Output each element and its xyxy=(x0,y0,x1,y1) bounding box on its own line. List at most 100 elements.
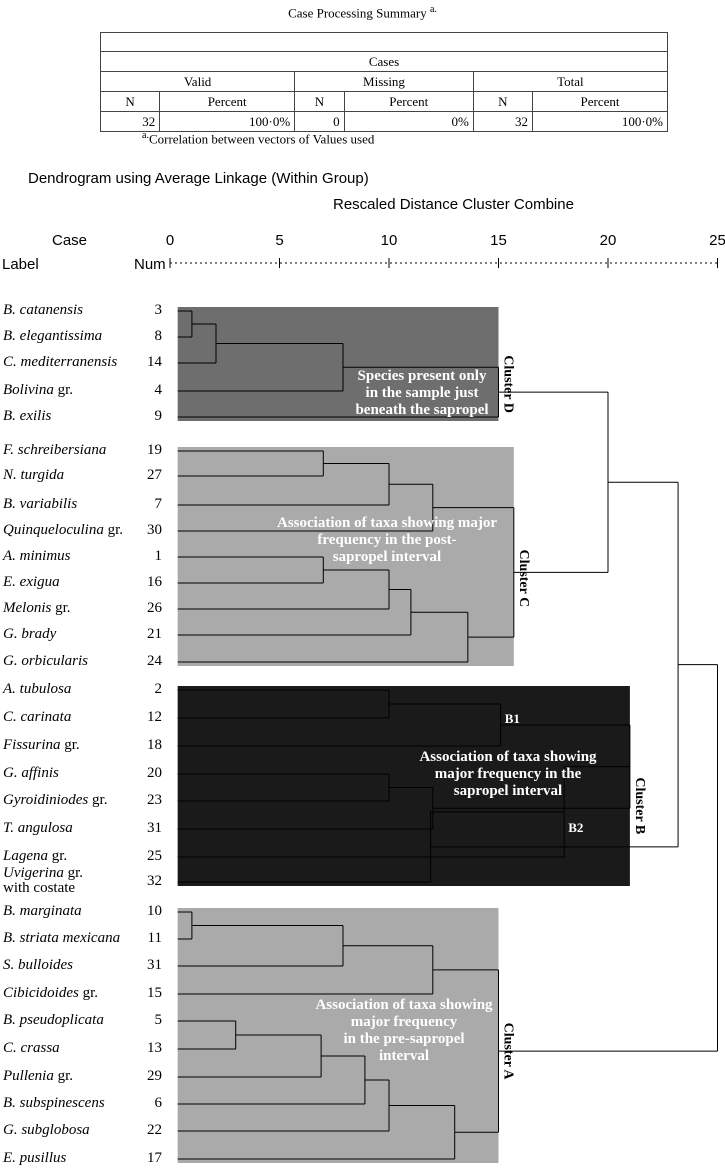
case-label: Pullenia gr. xyxy=(3,1068,73,1084)
cluster-d-label: Cluster D xyxy=(501,355,516,413)
cluster-a-label: Cluster A xyxy=(501,1023,516,1081)
cluster-b-block xyxy=(177,686,630,886)
case-label: Gyroidiniodes gr. xyxy=(3,792,108,808)
case-number: 10 xyxy=(147,903,162,919)
col-percent: Percent xyxy=(159,91,296,112)
summary-footnote: a.Correlation between vectors of Values … xyxy=(142,130,375,147)
case-label: G. orbicularis xyxy=(3,653,89,669)
col-percent: Percent xyxy=(343,91,474,112)
cluster-d-block xyxy=(177,307,499,421)
cluster-b-description: major frequency in the xyxy=(435,766,582,782)
col-n: N xyxy=(472,91,533,112)
dendrogram-title: Dendrogram using Average Linkage (Within… xyxy=(28,170,369,187)
label-header: Label xyxy=(2,256,39,273)
case-header: Case xyxy=(52,232,88,249)
case-label: Cibicidoides gr. xyxy=(3,985,98,1001)
subcluster-b1-label: B1 xyxy=(505,711,520,726)
case-number: 14 xyxy=(147,354,162,370)
cluster-a-block xyxy=(177,908,499,1163)
valid-percent: 100·0% xyxy=(159,111,296,132)
case-number: 16 xyxy=(147,574,162,590)
case-label: Quinqueloculina gr. xyxy=(3,522,123,538)
case-label: F. schreibersiana xyxy=(3,442,107,458)
case-label: B. subspinescens xyxy=(3,1095,105,1111)
case-number: 2 xyxy=(154,681,163,697)
cluster-a-description: in the pre-sapropel xyxy=(343,1031,464,1047)
subcluster-b2-label: B2 xyxy=(568,820,583,835)
case-label: G. subglobosa xyxy=(3,1122,90,1138)
case-number: 8 xyxy=(154,328,163,344)
missing-header: Missing xyxy=(294,71,474,92)
case-label: B. striata mexicana xyxy=(3,930,121,946)
case-label: B. catanensis xyxy=(3,302,83,318)
case-number: 7 xyxy=(154,496,163,512)
cluster-a-description: Association of taxa showing xyxy=(315,997,493,1013)
case-number: 15 xyxy=(147,985,162,1001)
cluster-d-description: in the sample just xyxy=(366,385,479,401)
case-label: B. marginata xyxy=(3,903,82,919)
case-number: 31 xyxy=(147,957,162,973)
case-number: 24 xyxy=(147,653,162,669)
case-number: 3 xyxy=(154,302,163,318)
case-label: B. elegantissima xyxy=(3,328,103,344)
case-label: S. bulloides xyxy=(3,957,73,973)
case-number: 26 xyxy=(147,600,162,616)
case-label: B. pseudoplicata xyxy=(3,1012,104,1028)
col-percent: Percent xyxy=(531,91,669,112)
case-processing-summary-table: Cases Valid Missing Total N Percent N Pe… xyxy=(99,32,669,132)
cluster-c-label: Cluster C xyxy=(516,550,531,608)
tick-label: 5 xyxy=(275,232,284,249)
case-number: 25 xyxy=(147,848,162,864)
case-number: 6 xyxy=(154,1095,163,1111)
cluster-c-description: Association of taxa showing major xyxy=(277,515,497,531)
case-number: 29 xyxy=(147,1068,162,1084)
valid-header: Valid xyxy=(99,71,296,92)
case-number: 27 xyxy=(147,467,162,483)
case-label: B. exilis xyxy=(3,408,52,424)
case-number: 22 xyxy=(147,1122,162,1138)
case-number: 17 xyxy=(147,1150,162,1166)
cluster-c-description: frequency in the post- xyxy=(317,532,456,548)
case-number: 9 xyxy=(154,408,163,424)
case-number: 13 xyxy=(147,1040,162,1056)
tick-label: 15 xyxy=(490,232,507,249)
case-label: G. affinis xyxy=(3,765,59,781)
case-number: 11 xyxy=(147,930,162,946)
case-number: 5 xyxy=(154,1012,163,1028)
cluster-b-description: Association of taxa showing xyxy=(419,749,597,765)
case-label: N. turgida xyxy=(3,467,65,483)
case-label: Fissurina gr. xyxy=(3,737,80,753)
cluster-d-description: Species present only xyxy=(358,368,487,384)
valid-n: 32 xyxy=(99,111,161,132)
case-label: C. mediterranensis xyxy=(3,354,118,370)
case-number: 31 xyxy=(147,820,162,836)
total-n: 32 xyxy=(472,111,533,132)
case-label: Lagena gr. xyxy=(3,848,68,864)
num-header: Num xyxy=(134,256,166,273)
case-label: E. pusillus xyxy=(3,1150,67,1166)
cluster-a-description: interval xyxy=(379,1048,429,1064)
case-label: Bolivina gr. xyxy=(3,382,73,398)
case-label: C. crassa xyxy=(3,1040,60,1056)
axis-title: Rescaled Distance Cluster Combine xyxy=(333,196,574,213)
case-number: 1 xyxy=(154,548,163,564)
case-label: T. angulosa xyxy=(3,820,73,836)
missing-n: 0 xyxy=(294,111,345,132)
case-number: 19 xyxy=(147,442,162,458)
case-label: G. brady xyxy=(3,626,57,642)
tick-label: 0 xyxy=(165,232,175,249)
total-percent: 100·0% xyxy=(531,111,669,132)
case-number: 32 xyxy=(147,873,162,889)
case-number: 12 xyxy=(147,709,162,725)
cluster-b-description: sapropel interval xyxy=(454,783,562,799)
case-label: A. minimus xyxy=(3,548,71,564)
tick-label: 20 xyxy=(599,232,617,249)
cluster-d-description: beneath the sapropel xyxy=(355,402,488,418)
case-number: 21 xyxy=(147,626,162,642)
missing-percent: 0% xyxy=(343,111,474,132)
summary-title: Case Processing Summary a. xyxy=(288,4,437,21)
cluster-a-description: major frequency xyxy=(351,1014,458,1030)
case-number: 30 xyxy=(147,522,162,538)
case-label: Uvigerina gr.with costate xyxy=(3,865,83,896)
